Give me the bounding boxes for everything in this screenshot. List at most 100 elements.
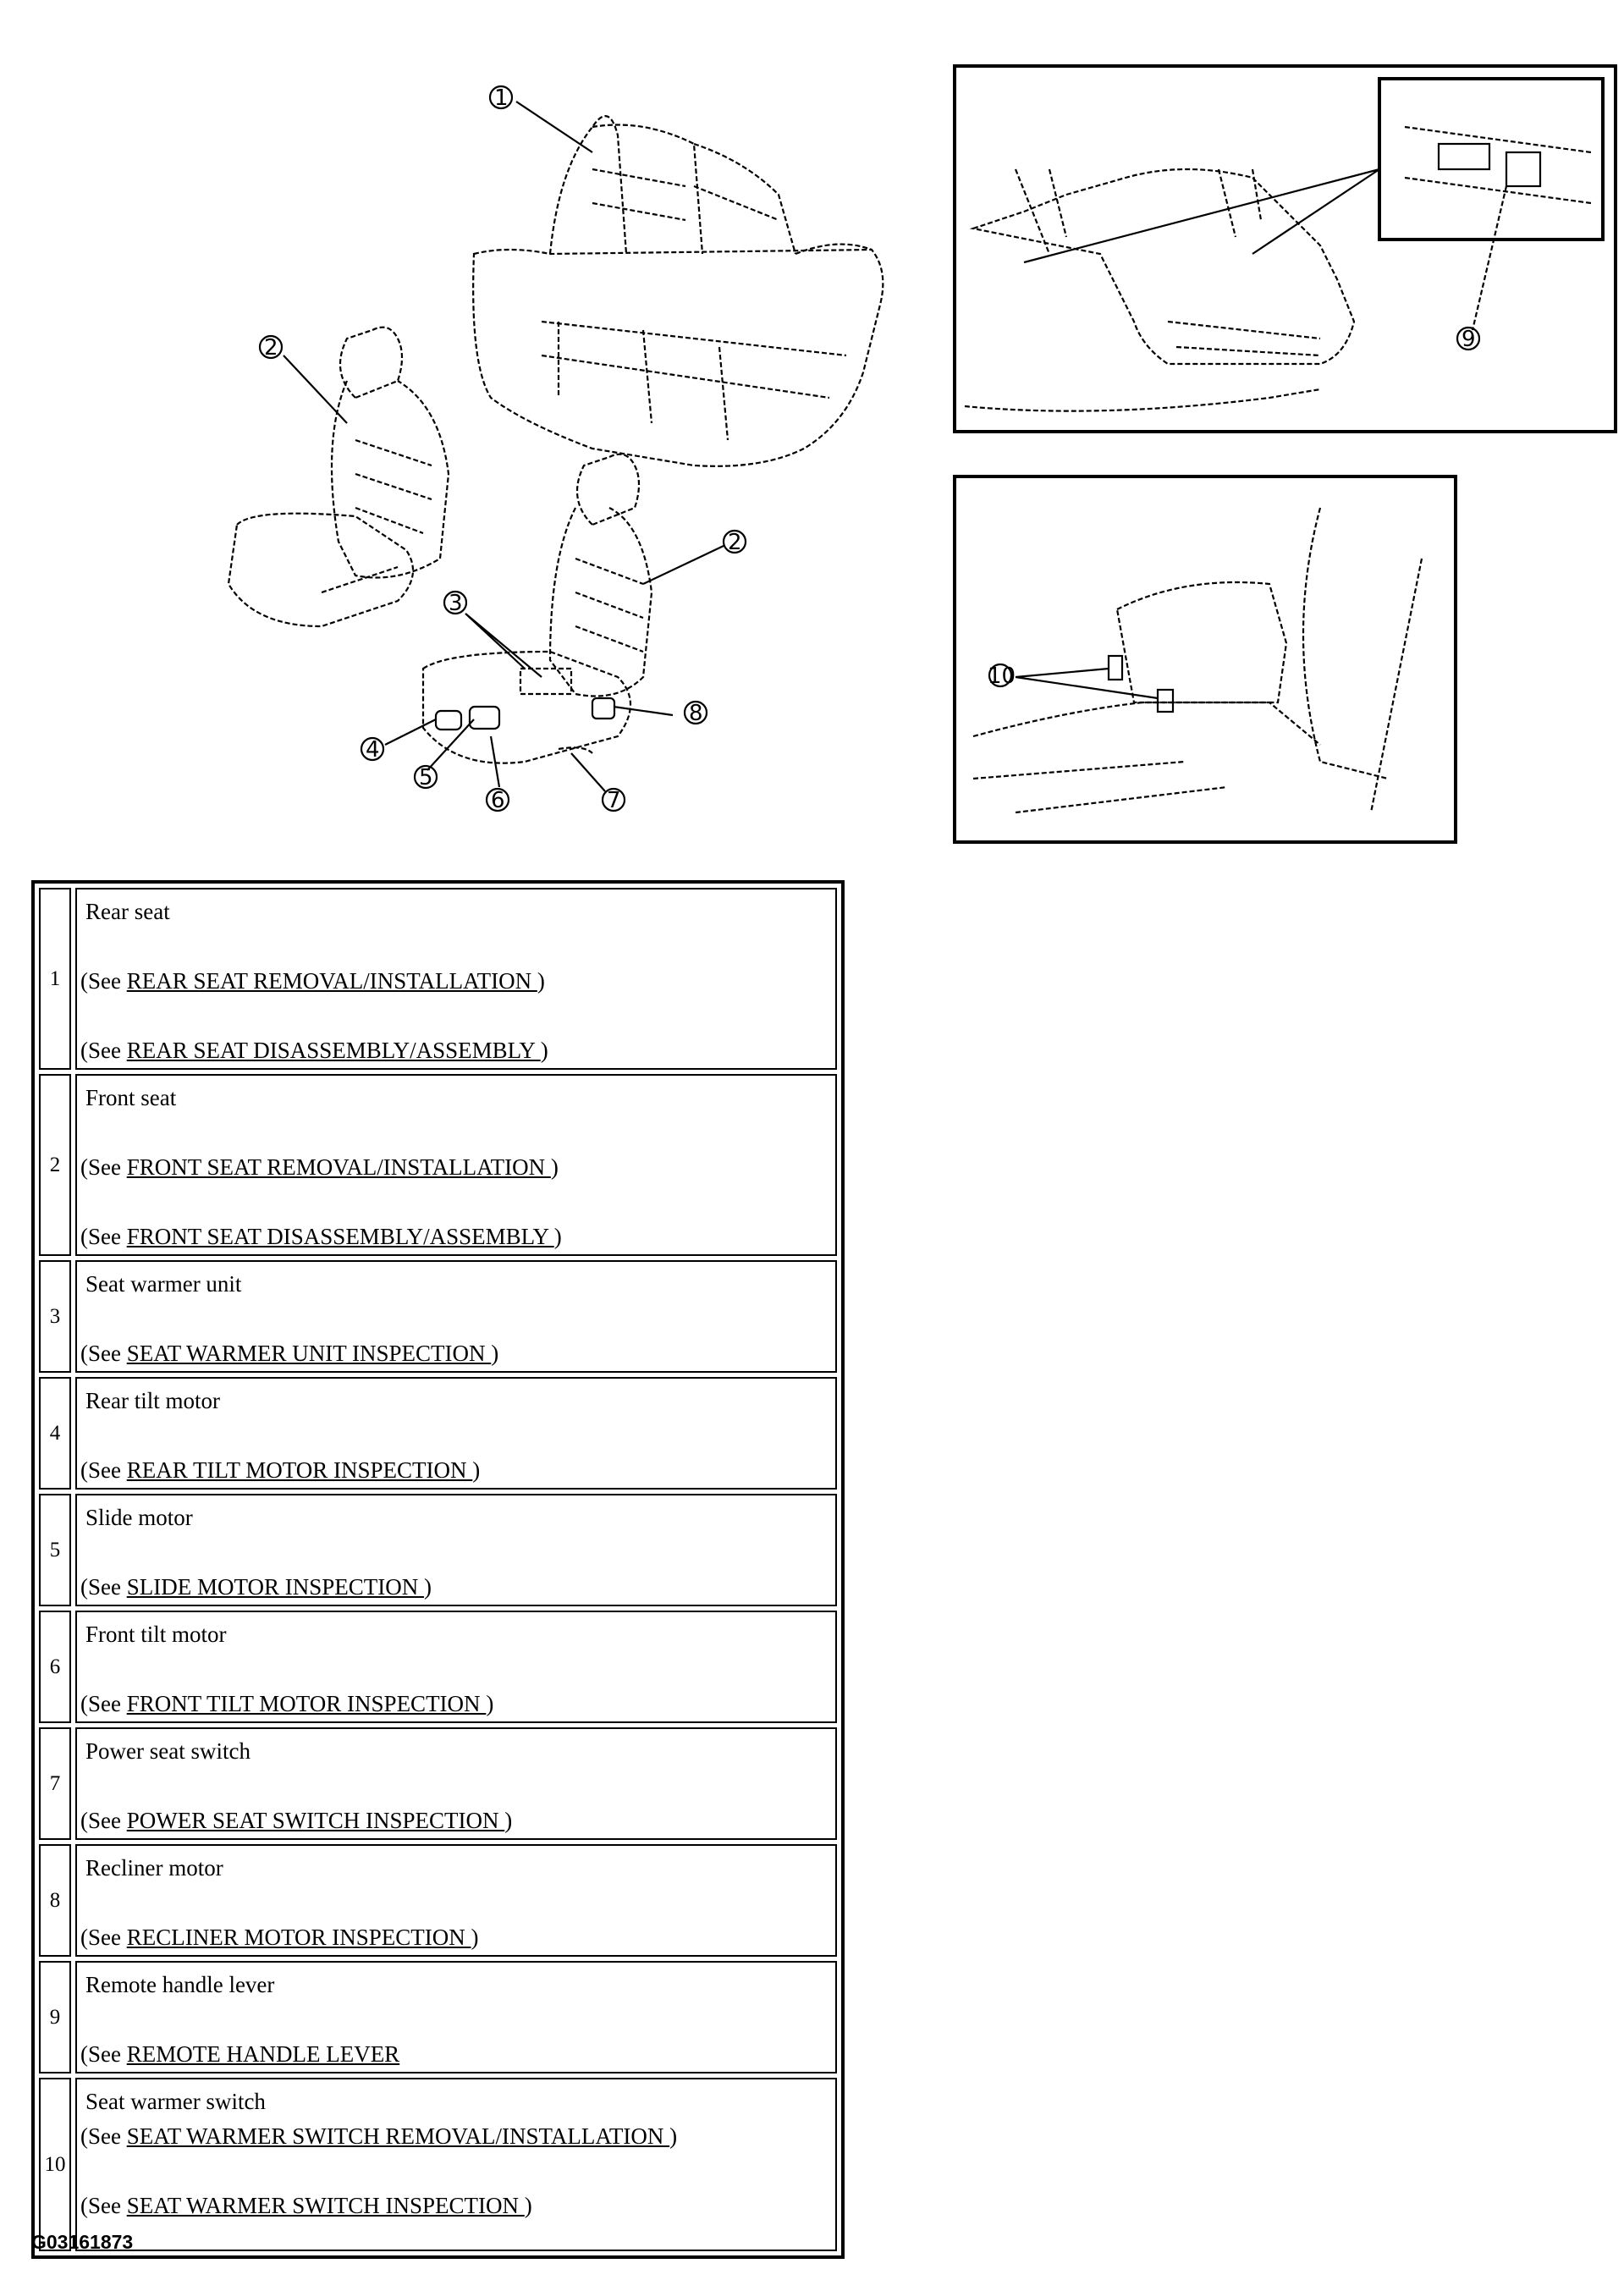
reference-prefix: (See xyxy=(80,1691,127,1716)
part-reference: (See FRONT TILT MOTOR INSPECTION ) xyxy=(80,1687,835,1721)
callout-1 xyxy=(488,85,514,110)
part-name: Recliner motor xyxy=(85,1855,223,1881)
console-panel: 10 xyxy=(953,475,1457,844)
reference-link[interactable]: REAR SEAT DISASSEMBLY/ASSEMBLY xyxy=(126,1038,541,1063)
part-number: 4 xyxy=(39,1377,71,1490)
callout-label-2b: 2 xyxy=(728,530,742,555)
reference-prefix: (See xyxy=(80,1341,127,1366)
part-reference: (See REAR SEAT REMOVAL/INSTALLATION ) xyxy=(80,964,835,999)
callout-label-8: 8 xyxy=(689,701,703,726)
part-number: 9 xyxy=(39,1961,71,2073)
reference-link[interactable]: RECLINER MOTOR INSPECTION xyxy=(126,1925,471,1950)
reference-link[interactable]: REAR SEAT REMOVAL/INSTALLATION xyxy=(126,968,537,994)
part-number: 10 xyxy=(39,2078,71,2251)
part-reference: (See SEAT WARMER UNIT INSPECTION ) xyxy=(80,1336,835,1371)
part-name: Front tilt motor xyxy=(85,1622,227,1647)
reference-prefix: (See xyxy=(80,1457,127,1483)
seat-diagram: 1 2 2 3 4 5 6 7 8 9 10 xyxy=(227,64,1617,844)
part-description: Recliner motor (See RECLINER MOTOR INSPEC… xyxy=(75,1844,837,1957)
part-number: 8 xyxy=(39,1844,71,1957)
part-description: Rear seat(See REAR SEAT REMOVAL/INSTALLA… xyxy=(75,888,837,1070)
part-number: 6 xyxy=(39,1611,71,1723)
part-reference: (See FRONT SEAT REMOVAL/INSTALLATION ) xyxy=(80,1150,835,1185)
reference-prefix: (See xyxy=(80,1224,127,1249)
part-reference: (See RECLINER MOTOR INSPECTION ) xyxy=(80,1920,835,1955)
part-name: Seat warmer switch xyxy=(85,2089,266,2114)
part-number: 7 xyxy=(39,1727,71,1840)
part-name: Seat warmer unit xyxy=(85,1271,242,1297)
parts-row-6: 6 Front tilt motor (See FRONT TILT MOTOR I… xyxy=(39,1611,837,1723)
part-reference: (See POWER SEAT SWITCH INSPECTION ) xyxy=(80,1804,835,1838)
reference-prefix: (See xyxy=(80,1154,127,1180)
parts-row-3: 3 Seat warmer unit (See SEAT WARMER UNIT I… xyxy=(39,1260,837,1373)
reference-link[interactable]: REMOTE HANDLE LEVER xyxy=(126,2041,400,2067)
reference-link[interactable]: SEAT WARMER UNIT INSPECTION xyxy=(126,1341,492,1366)
reference-suffix: ) xyxy=(424,1574,432,1600)
part-description: Front tilt motor (See FRONT TILT MOTOR IN… xyxy=(75,1611,837,1723)
front-seat-left-drawing xyxy=(227,326,450,628)
part-reference: (See FRONT SEAT DISASSEMBLY/ASSEMBLY ) xyxy=(80,1220,835,1254)
rear-seat-drawing xyxy=(472,115,884,467)
parts-row-2: 2 Front seat (See FRONT SEAT REMOVAL/INSTA… xyxy=(39,1074,837,1256)
part-name: Power seat switch xyxy=(85,1738,250,1764)
callout-7 xyxy=(601,787,626,812)
callout-label-3: 3 xyxy=(449,591,463,616)
callout-label-9: 9 xyxy=(1462,327,1476,352)
part-name: Front seat xyxy=(85,1085,177,1110)
reference-link[interactable]: FRONT SEAT DISASSEMBLY/ASSEMBLY xyxy=(126,1224,554,1249)
parts-row-10: 10 Seat warmer switch (See SEAT WARMER SWI… xyxy=(39,2078,837,2251)
part-reference: (See REMOTE HANDLE LEVER xyxy=(80,2037,835,2072)
part-number: 2 xyxy=(39,1074,71,1256)
part-description: Seat warmer unit (See SEAT WARMER UNIT IN… xyxy=(75,1260,837,1373)
reference-suffix: ) xyxy=(504,1808,513,1833)
reference-link[interactable]: SEAT WARMER SWITCH INSPECTION xyxy=(126,2193,525,2218)
reference-link[interactable]: FRONT SEAT REMOVAL/INSTALLATION xyxy=(126,1154,551,1180)
callout-6 xyxy=(485,787,510,812)
figure-id: G03161873 xyxy=(31,2231,134,2253)
reference-link[interactable]: REAR TILT MOTOR INSPECTION xyxy=(126,1457,473,1483)
callout-5 xyxy=(413,764,438,790)
part-description: Power seat switch (See POWER SEAT SWITCH … xyxy=(75,1727,837,1840)
reference-link[interactable]: POWER SEAT SWITCH INSPECTION xyxy=(126,1808,505,1833)
reference-suffix: ) xyxy=(471,1925,479,1950)
part-number: 3 xyxy=(39,1260,71,1373)
part-name: Rear tilt motor xyxy=(85,1388,220,1413)
parts-row-8: 8 Recliner motor (See RECLINER MOTOR INSPE… xyxy=(39,1844,837,1957)
part-description: Front seat (See FRONT SEAT REMOVAL/INSTAL… xyxy=(75,1074,837,1256)
part-name: Remote handle lever xyxy=(85,1972,275,1997)
reference-prefix: (See xyxy=(80,2193,127,2218)
reference-prefix: (See xyxy=(80,1574,127,1600)
trunk-panel: 9 xyxy=(953,64,1617,433)
part-reference: (See REAR SEAT DISASSEMBLY/ASSEMBLY ) xyxy=(80,1033,835,1068)
reference-prefix: (See xyxy=(80,2123,127,2149)
callout-2a xyxy=(258,334,284,360)
reference-prefix: (See xyxy=(80,1808,127,1833)
reference-suffix: ) xyxy=(472,1457,481,1483)
callout-label-2a: 2 xyxy=(264,335,278,361)
callout-label-10: 10 xyxy=(988,664,1016,689)
reference-suffix: ) xyxy=(669,2123,678,2149)
reference-link[interactable]: SEAT WARMER SWITCH REMOVAL/INSTALLATION xyxy=(126,2123,670,2149)
reference-link[interactable]: SLIDE MOTOR INSPECTION xyxy=(126,1574,424,1600)
callout-label-1: 1 xyxy=(494,85,509,111)
part-description: Rear tilt motor (See REAR TILT MOTOR INSP… xyxy=(75,1377,837,1490)
parts-row-4: 4 Rear tilt motor (See REAR TILT MOTOR INS… xyxy=(39,1377,837,1490)
leader-lines xyxy=(283,101,724,792)
parts-row-9: 9 Remote handle lever (See REMOTE HANDLE L… xyxy=(39,1961,837,2073)
reference-suffix: ) xyxy=(524,2193,532,2218)
part-description: Remote handle lever (See REMOTE HANDLE LE… xyxy=(75,1961,837,2073)
parts-row-7: 7 Power seat switch (See POWER SEAT SWITCH… xyxy=(39,1727,837,1840)
reference-link[interactable]: FRONT TILT MOTOR INSPECTION xyxy=(126,1691,487,1716)
reference-prefix: (See xyxy=(80,968,127,994)
part-description: Slide motor(See SLIDE MOTOR INSPECTION ) xyxy=(75,1494,837,1606)
reference-suffix: ) xyxy=(553,1224,562,1249)
part-reference: (See SLIDE MOTOR INSPECTION ) xyxy=(80,1570,835,1605)
front-seat-right-drawing xyxy=(421,453,653,764)
reference-suffix: ) xyxy=(550,1154,559,1180)
callout-4 xyxy=(360,736,385,762)
part-number: 5 xyxy=(39,1494,71,1606)
part-reference: (See SEAT WARMER SWITCH REMOVAL/INSTALLA… xyxy=(80,2119,835,2154)
reference-prefix: (See xyxy=(80,1038,127,1063)
